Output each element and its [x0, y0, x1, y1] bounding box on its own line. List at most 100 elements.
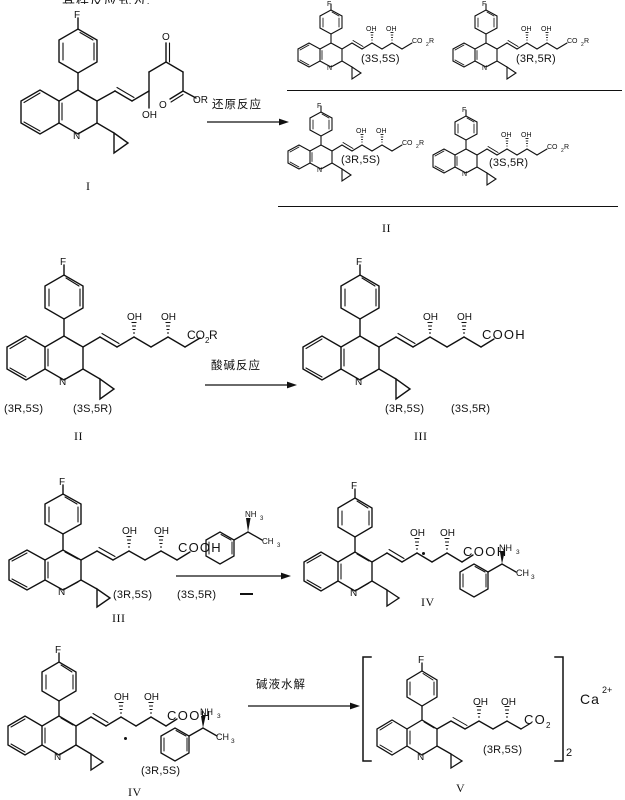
stereo-label-3R5R: (3R,5R) — [516, 53, 556, 65]
stereo-label-3S5S: (3S,5S) — [361, 53, 400, 65]
atom-CO2R-3S5R: CO — [547, 144, 558, 151]
stereo-IV-scheme4: (3R,5S) — [141, 765, 181, 777]
stereo-V: (3R,5S) — [483, 744, 523, 756]
atom-CO2R-3R5R: CO — [567, 38, 578, 45]
atom-COOH-IV3: COOH — [463, 544, 508, 559]
atom-OH-3-III2: OH — [457, 312, 472, 323]
label-structure-II-group: II — [382, 221, 391, 235]
isomer-group-divider-top — [287, 90, 622, 91]
atom-N-IV3: N — [350, 588, 357, 599]
atom-COOH-III3: COOH — [178, 540, 222, 555]
atom-CO2R-tail-3S5S: R — [429, 38, 434, 45]
stereo-II-left-scheme2: (3R,5S) — [4, 403, 44, 415]
atom-N-IV4: N — [54, 752, 61, 763]
atom-COOH-IV4: COOH — [167, 708, 212, 723]
atom-CO2R-tail-3R5S: R — [419, 140, 424, 147]
atom-F-III2: F — [356, 257, 362, 268]
atom-OH-3-II2: OH — [161, 312, 176, 323]
stereo-III-right-scheme2: (3S,5R) — [451, 403, 491, 415]
atom-OH-3-III3: OH — [154, 526, 169, 537]
bracket-subscript-V: 2 — [566, 747, 573, 759]
atom-N-3R5S: N — [317, 167, 322, 174]
structure-isomer-3R5R: F N OH OH CO 2 R — [447, 1, 597, 88]
atom-F-V: F — [418, 655, 424, 666]
atom-CH3-sub-IV3: 3 — [531, 574, 535, 581]
atom-OH-5-V: OH — [473, 697, 488, 708]
atom-CH3-sub-IV4: 3 — [231, 738, 235, 745]
reagent-label-acid-base: 酸碱反应 — [211, 358, 261, 372]
atom-CO2R-3S5S: CO — [412, 38, 423, 45]
atom-CO2R-sub-3S5S: 2 — [426, 42, 429, 48]
atom-COOH-III2: COOH — [482, 327, 526, 342]
salt-dot-IV-scheme4 — [124, 737, 127, 740]
atom-OH-3-3S5R: OH — [521, 132, 532, 139]
atom-OH-3-IV3: OH — [440, 528, 455, 539]
label-structure-I: I — [86, 179, 91, 193]
bracket-right-V — [552, 655, 566, 763]
atom-F-IV3: F — [351, 481, 357, 492]
atom-F-IV4: F — [55, 645, 61, 656]
reaction-arrow-3 — [176, 570, 291, 582]
atom-CO2R-3R5S: CO — [402, 140, 413, 147]
atom-OH-5-II2: OH — [127, 312, 142, 323]
atom-CO2R-tail-3S5R: R — [564, 144, 569, 151]
stereo-III-right-scheme3: (3S,5R) — [177, 589, 217, 601]
atom-NH3-sub-reagent: 3 — [260, 516, 264, 522]
atom-OH-3-V: OH — [501, 697, 516, 708]
atom-F-II2: F — [60, 257, 66, 268]
label-structure-III-scheme2: III — [414, 429, 428, 443]
stereo-label-3S5R-scheme1: (3S,5R) — [489, 157, 529, 169]
salt-dot-IV-scheme3 — [422, 552, 425, 555]
reaction-arrow-1 — [207, 116, 289, 128]
stereo-label-3R5S-scheme1: (3R,5S) — [341, 154, 381, 166]
counterion-charge: 2+ — [602, 685, 613, 695]
atom-CO2R-tail-II2: R — [209, 328, 218, 342]
label-structure-III-scheme3: III — [112, 611, 126, 625]
structure-IV-scheme3: F N OH OH COOH NH 3 CH 3 — [300, 481, 535, 611]
bracket-left-V — [360, 655, 374, 763]
cut-off-header: 其样反应式为: — [62, 0, 202, 4]
reagent-label-reduction: 还原反应 — [212, 97, 262, 111]
atom-F-3S5R: F — [462, 107, 466, 114]
isomer-group-divider-bottom — [278, 206, 618, 207]
atom-OR-I: OR — [193, 95, 208, 106]
atom-F-3R5S: F — [317, 103, 321, 110]
label-structure-V: V — [456, 781, 466, 795]
atom-OH-5-IV4: OH — [114, 692, 129, 703]
atom-CO2R-sub-3S5R: 2 — [561, 148, 564, 154]
atom-N-II2: N — [59, 377, 66, 388]
atom-CH3-reagent: CH — [262, 537, 274, 546]
atom-N-3S5S: N — [327, 65, 332, 72]
reagent-structure-methylbenzylamine: NH 3 CH 3 — [198, 508, 290, 570]
atom-OH-3-3R5S: OH — [376, 128, 387, 135]
structure-II-scheme2: F N OH OH CO 2 R — [4, 257, 218, 407]
atom-F-3R5R: F — [482, 1, 486, 8]
atom-OH-5-3R5R: OH — [521, 26, 532, 33]
atom-N-III2: N — [355, 377, 362, 388]
atom-N-III3: N — [58, 587, 65, 598]
atom-OH-5-3S5S: OH — [366, 26, 377, 33]
structure-III-scheme3: F N OH OH COOH — [4, 477, 222, 612]
structure-isomer-3S5S: F N OH OH CO 2 R — [292, 1, 442, 88]
structure-IV-scheme4: F N OH OH COOH NH 3 CH 3 — [4, 645, 239, 775]
stereo-III-left-scheme3: (3R,5S) — [113, 589, 153, 601]
reaction-arrow-2 — [205, 379, 297, 391]
atom-NH3-IV3: NH — [499, 543, 512, 553]
atom-CH3-sub-reagent: 3 — [277, 543, 281, 549]
atom-OH-3-3S5S: OH — [386, 26, 397, 33]
cut-off-header-text: 其样反应式为: — [62, 0, 151, 4]
counterion-calcium: Ca — [580, 691, 600, 707]
atom-CH3-IV4: CH — [216, 732, 229, 742]
atom-OH-5-III2: OH — [423, 312, 438, 323]
label-structure-II-scheme2: II — [74, 429, 83, 443]
atom-CO2R-sub-3R5S: 2 — [416, 144, 419, 150]
atom-O-ester-I: O — [159, 100, 167, 111]
reagent-label-alkaline-hydrolysis: 碱液水解 — [256, 677, 306, 691]
structure-III-scheme2: F N OH OH COOH — [300, 257, 525, 407]
atom-OH-5-IV3: OH — [410, 528, 425, 539]
atom-OH-3-3R5R: OH — [541, 26, 552, 33]
atom-OH-5-3S5R: OH — [501, 132, 512, 139]
atom-N-V: N — [417, 752, 424, 763]
structure-I: F N OH O O OR — [4, 10, 208, 175]
